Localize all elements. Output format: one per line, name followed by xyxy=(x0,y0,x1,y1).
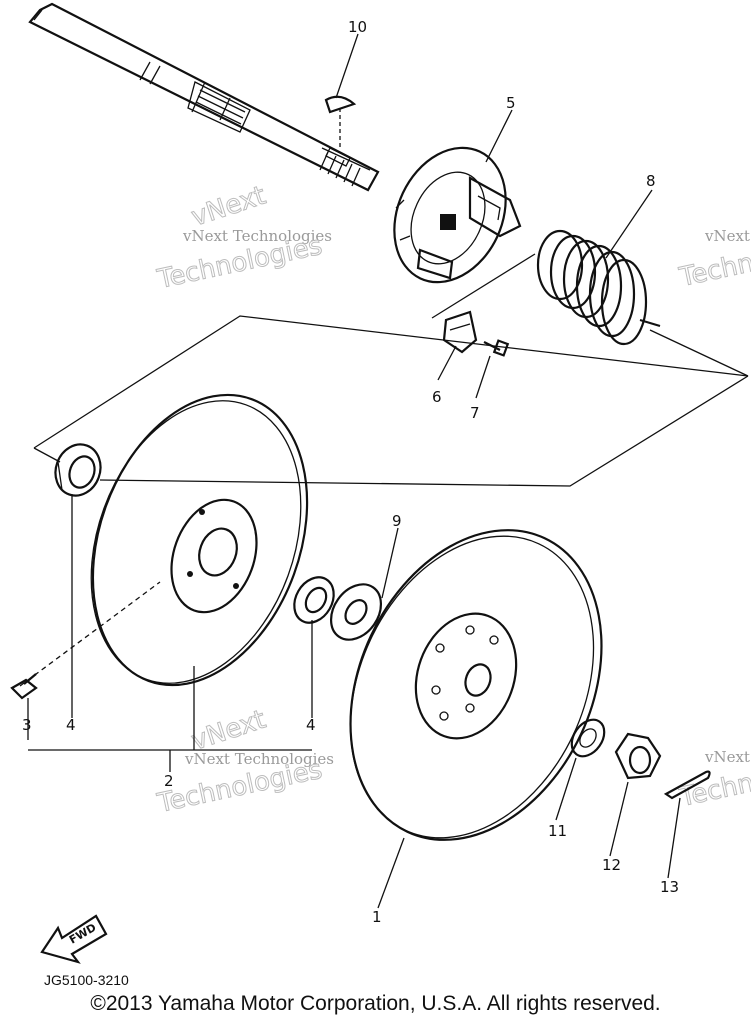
grease-nipple xyxy=(10,673,38,700)
slider-piece xyxy=(442,310,478,354)
callout-11: 11 xyxy=(548,822,567,840)
watermark-text: vNext Technologies xyxy=(704,748,751,766)
assembly-lines xyxy=(19,253,749,687)
watermark-text: vNext Technologies xyxy=(182,227,332,245)
watermark-lower-right: vNext Technologies Technologies xyxy=(676,748,751,814)
callout-4-right: 4 xyxy=(306,716,316,734)
watermark-upper-left: vNext vNext Technologies Technologies xyxy=(154,180,332,295)
callout-4-left: 4 xyxy=(66,716,76,734)
sliding-sheave xyxy=(349,529,603,841)
woodruff-key xyxy=(324,95,357,150)
callout-2: 2 xyxy=(164,772,174,790)
leader-lines xyxy=(27,33,681,909)
watermark-vnext-text: vNext xyxy=(188,705,270,757)
callout-10: 10 xyxy=(348,18,367,36)
fwd-arrow-icon: FWD xyxy=(40,914,108,964)
compression-spring xyxy=(536,229,661,346)
callout-8: 8 xyxy=(646,172,656,190)
watermark-text: vNext Technologies xyxy=(184,750,334,768)
washer-9 xyxy=(329,583,383,641)
callout-7: 7 xyxy=(470,404,480,422)
callout-5: 5 xyxy=(506,94,516,112)
callout-9: 9 xyxy=(392,512,402,530)
watermark-vnext-text: vNext xyxy=(188,181,270,233)
callout-13: 13 xyxy=(660,878,679,896)
callout-3: 3 xyxy=(22,716,32,734)
cam-assembly xyxy=(393,146,522,284)
washer-11 xyxy=(570,718,606,758)
copyright-notice: ©2013 Yamaha Motor Corporation, U.S.A. A… xyxy=(90,992,661,1015)
oil-seal-lower xyxy=(293,576,335,624)
castle-nut xyxy=(614,732,662,780)
callout-12: 12 xyxy=(602,856,621,874)
watermark-upper-right: vNext Technologies Technologies xyxy=(676,227,751,294)
callout-1: 1 xyxy=(372,908,382,926)
fixed-sheave xyxy=(90,393,309,687)
callouts: 10 5 8 6 7 9 4 4 3 2 1 11 12 13 xyxy=(22,18,679,926)
watermark-text: vNext Technologies xyxy=(704,227,751,245)
callout-6: 6 xyxy=(432,388,442,406)
cotter-pin xyxy=(663,770,711,800)
diagram-code: JG5100-3210 xyxy=(44,972,129,988)
oil-seal-upper xyxy=(54,443,102,497)
screw xyxy=(483,339,510,357)
primary-shaft xyxy=(28,2,380,192)
